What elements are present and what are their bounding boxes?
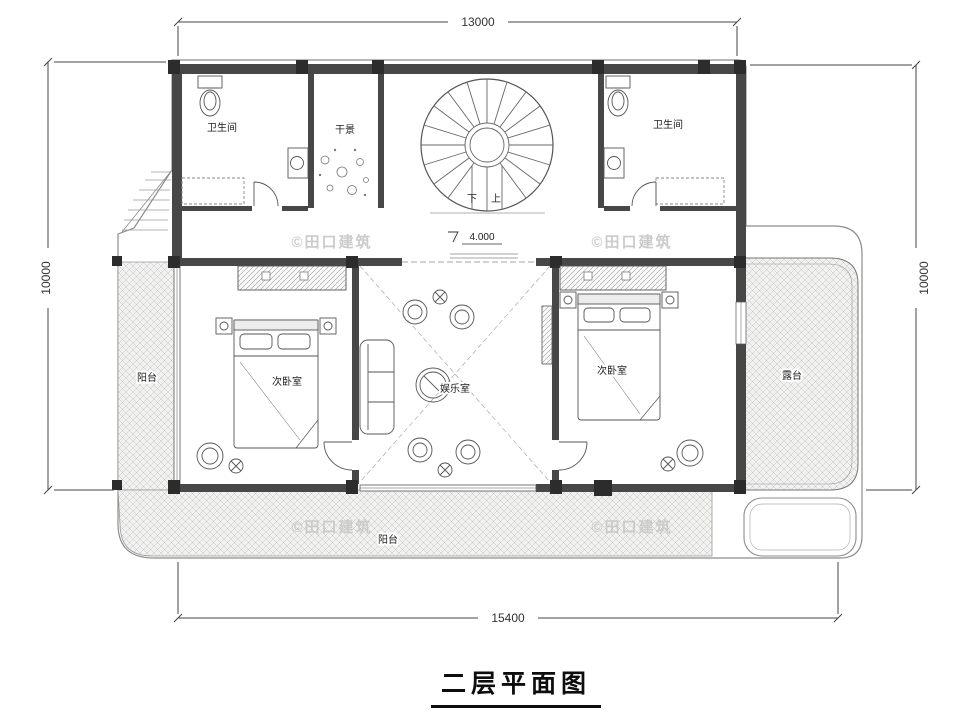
- balcony-bottom-area: [117, 489, 713, 557]
- room-labels: 卫生间 干景 卫生间 下 上 次卧室 娱乐室 次卧室 阳台 露台 阳台: [135, 118, 804, 548]
- nightstand-icon: [215, 317, 233, 335]
- sink-icon: [287, 147, 309, 179]
- door-arc: [558, 441, 588, 471]
- room-label-bathroom-left: 卫生间: [207, 121, 237, 134]
- armchairs: [402, 289, 481, 478]
- room-label-bedroom-right: 次卧室: [597, 364, 627, 377]
- shower-area: [181, 177, 245, 205]
- bed-right: [559, 291, 679, 421]
- nightstand-icon: [319, 317, 337, 335]
- terrace-area: [743, 257, 859, 491]
- pillow-icon: [277, 333, 311, 350]
- doors: [253, 181, 657, 471]
- side-table-icon: [437, 462, 453, 478]
- nightstand-icon: [661, 291, 679, 309]
- nightstand-icon: [559, 291, 577, 309]
- door-arc: [631, 181, 657, 207]
- room-label-balcony-bottom: 阳台: [378, 533, 398, 546]
- room-label-dry-landscape: 干景: [335, 124, 355, 136]
- dimension-bottom: 15400: [491, 611, 525, 625]
- dimension-labels: 13000 10000 10000 15400: [39, 15, 931, 625]
- side-table-icon: [228, 458, 244, 474]
- planter-box: [743, 497, 857, 557]
- dry-landscape-garden: [318, 148, 369, 197]
- room-label-entertainment: 娱乐室: [440, 382, 470, 395]
- stair-down-label: 下: [467, 194, 477, 205]
- room-label-terrace: 露台: [782, 369, 802, 382]
- drawing-title: 二层平面图: [430, 664, 602, 708]
- exterior-steps: [121, 169, 173, 233]
- pillow-icon: [583, 307, 615, 323]
- side-table-icon: [432, 289, 448, 305]
- wardrobe-right: [559, 265, 667, 291]
- watermark-text: ©田口建筑: [291, 518, 372, 536]
- room-label-balcony-left: 阳台: [137, 371, 157, 384]
- columns: [112, 60, 746, 496]
- watermarks: ©田口建筑 ©田口建筑 ©田口建筑 ©田口建筑: [291, 233, 672, 536]
- lounge-chair-right: [660, 439, 704, 472]
- bathroom-left-fixtures: [181, 75, 309, 205]
- watermark-text: ©田口建筑: [291, 233, 372, 251]
- pillow-icon: [239, 333, 273, 350]
- watermark-text: ©田口建筑: [591, 518, 672, 536]
- door-arc: [253, 181, 279, 207]
- sofa: [359, 339, 395, 435]
- dimension-left: 10000: [39, 261, 53, 295]
- room-label-bedroom-left: 次卧室: [272, 375, 302, 388]
- elevation-marker: 4.000: [448, 231, 518, 259]
- lounge-chair-left: [196, 442, 244, 474]
- walls: [172, 64, 746, 492]
- bed-left: [215, 317, 337, 449]
- coffee-table: [415, 367, 451, 403]
- watermark-text: ©田口建筑: [591, 233, 672, 251]
- room-label-bathroom-right: 卫生间: [653, 118, 683, 131]
- side-table-icon: [660, 456, 676, 472]
- dimension-top: 13000: [461, 15, 495, 29]
- wardrobe-left: [237, 265, 347, 291]
- pillow-icon: [619, 307, 651, 323]
- stair-up-label: 上: [491, 193, 501, 205]
- dimension-right: 10000: [917, 261, 931, 295]
- dimension-lines: [43, 17, 921, 623]
- door-arc: [323, 441, 353, 471]
- elevation-label: 4.000: [469, 232, 494, 243]
- tv-cabinet: [541, 305, 553, 365]
- sink-icon: [603, 147, 625, 179]
- spiral-staircase: [420, 78, 554, 214]
